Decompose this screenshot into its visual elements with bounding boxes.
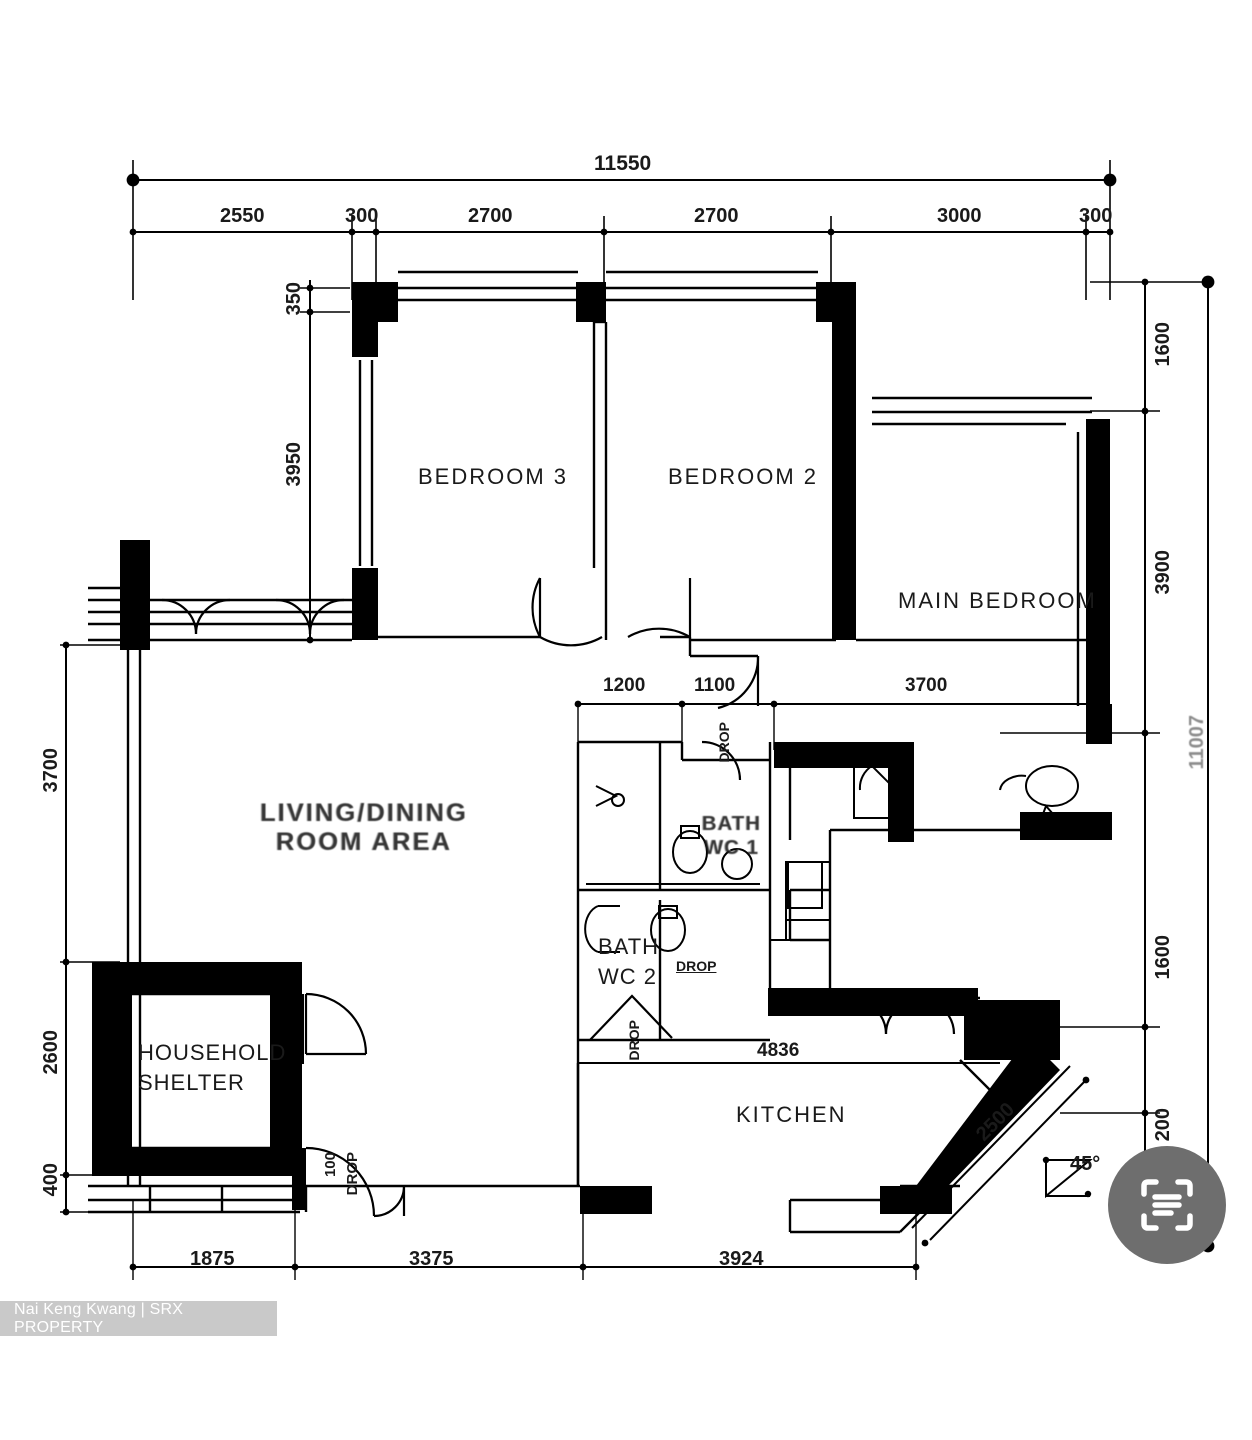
- angle-45-label: 45°: [1070, 1153, 1101, 1175]
- partition-lines: [88, 270, 1092, 1234]
- agent-watermark-text: Nai Keng Kwang | SRX PROPERTY: [14, 1300, 184, 1336]
- dim-interior-4836: 4836: [757, 1040, 800, 1061]
- room-label-living-dining: LIVING/DINING ROOM AREA: [223, 799, 468, 856]
- dim-top-overall: 11550: [594, 152, 652, 175]
- kitchen-fittings: [770, 861, 831, 941]
- dim-right-1600-top: 1600: [1152, 322, 1174, 367]
- room-label-bedroom-2: BEDROOM 2: [668, 464, 819, 489]
- dim-interior-1200: 1200: [603, 675, 646, 696]
- dim-top-seg-2: 2700: [468, 205, 513, 227]
- note-drop-entry: DROP: [344, 1152, 361, 1196]
- dim-left-3700: 3700: [40, 748, 62, 793]
- dim-bottom-3924: 3924: [719, 1248, 764, 1270]
- note-drop-main-bath: DROP: [716, 722, 732, 763]
- dim-left-2600: 2600: [40, 1030, 62, 1075]
- dim-left-400: 400: [40, 1163, 62, 1197]
- dim-right-3900: 3900: [1152, 550, 1174, 595]
- note-drop-bath2-b: DROP: [626, 1020, 642, 1061]
- room-label-kitchen: KITCHEN: [736, 1102, 847, 1127]
- dim-bottom-3375: 3375: [409, 1248, 454, 1270]
- room-label-bedroom-3: BEDROOM 3: [418, 464, 569, 489]
- dim-right-1600-bot: 1600: [1152, 935, 1174, 980]
- agent-watermark: Nai Keng Kwang | SRX PROPERTY: [0, 1301, 277, 1336]
- dim-right-200: 200: [1152, 1108, 1174, 1142]
- room-label-bath-wc-1: BATH WC 1: [675, 813, 762, 859]
- dim-left-inner-3950: 3950: [283, 442, 305, 487]
- dim-top-seg-3: 2700: [694, 205, 739, 227]
- dim-bottom-1875: 1875: [190, 1248, 235, 1270]
- scan-document-icon[interactable]: [1108, 1146, 1226, 1264]
- diagonal-wall: [911, 1038, 1093, 1247]
- dim-top-seg-4: 3000: [937, 205, 982, 227]
- note-drop-bath2-a: DROP: [676, 958, 717, 974]
- room-label-main-bedroom: MAIN BEDROOM: [898, 588, 1097, 613]
- note-drop-entry-100: 100: [322, 1152, 339, 1178]
- dim-top-seg-5: 300: [1079, 205, 1113, 227]
- scan-glyph: [1141, 1179, 1193, 1231]
- bathroom-fixtures: [584, 755, 1079, 953]
- dim-interior-1100: 1100: [694, 675, 736, 696]
- door-swings: [161, 577, 956, 1218]
- dim-interior-3700: 3700: [905, 675, 948, 696]
- dim-top-seg-0: 2550: [220, 205, 265, 227]
- dim-left-inner-350: 350: [283, 282, 305, 316]
- dim-top-seg-1: 300: [345, 205, 379, 227]
- dimension-lines: [60, 160, 1215, 1280]
- dim-right-overall: 11007: [1186, 715, 1208, 770]
